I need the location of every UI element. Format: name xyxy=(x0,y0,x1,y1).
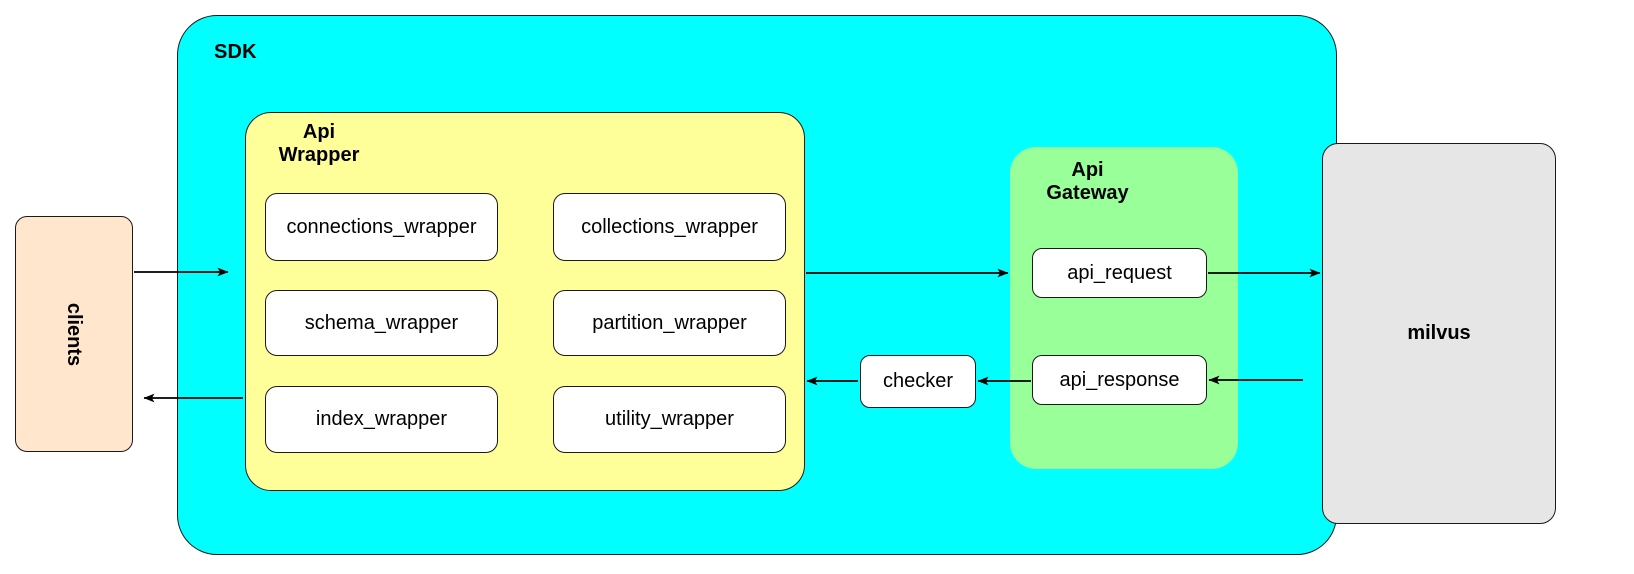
node-api-request[interactable]: api_request xyxy=(1032,248,1207,298)
node-clients[interactable]: clients xyxy=(15,216,133,452)
node-collections-wrapper[interactable]: collections_wrapper xyxy=(553,193,786,261)
node-label: checker xyxy=(882,370,954,392)
node-label: partition_wrapper xyxy=(592,311,747,334)
node-utility-wrapper[interactable]: utility_wrapper xyxy=(553,386,786,453)
node-partition-wrapper[interactable]: partition_wrapper xyxy=(553,290,786,356)
node-checker[interactable]: checker xyxy=(860,355,976,408)
node-index-wrapper[interactable]: index_wrapper xyxy=(265,386,498,453)
node-label: schema_wrapper xyxy=(304,311,459,334)
node-schema-wrapper[interactable]: schema_wrapper xyxy=(265,290,498,356)
node-milvus[interactable]: milvus xyxy=(1322,143,1556,524)
node-label: connections_wrapper xyxy=(286,215,477,238)
node-label: milvus xyxy=(1407,322,1471,344)
node-label: api_request xyxy=(1067,261,1172,284)
node-label: clients xyxy=(63,302,86,366)
node-label: collections_wrapper xyxy=(581,215,758,238)
node-label: api_response xyxy=(1059,368,1180,391)
node-label: index_wrapper xyxy=(315,408,448,430)
api-wrapper-container-label: Api Wrapper xyxy=(278,121,360,166)
api-gateway-container[interactable]: Api Gateway xyxy=(1010,147,1238,469)
sdk-container-label: SDK xyxy=(214,41,257,63)
api-gateway-container-label: Api Gateway xyxy=(1046,159,1129,204)
node-api-response[interactable]: api_response xyxy=(1032,355,1207,405)
node-connections-wrapper[interactable]: connections_wrapper xyxy=(265,193,498,261)
node-label: utility_wrapper xyxy=(605,408,734,430)
